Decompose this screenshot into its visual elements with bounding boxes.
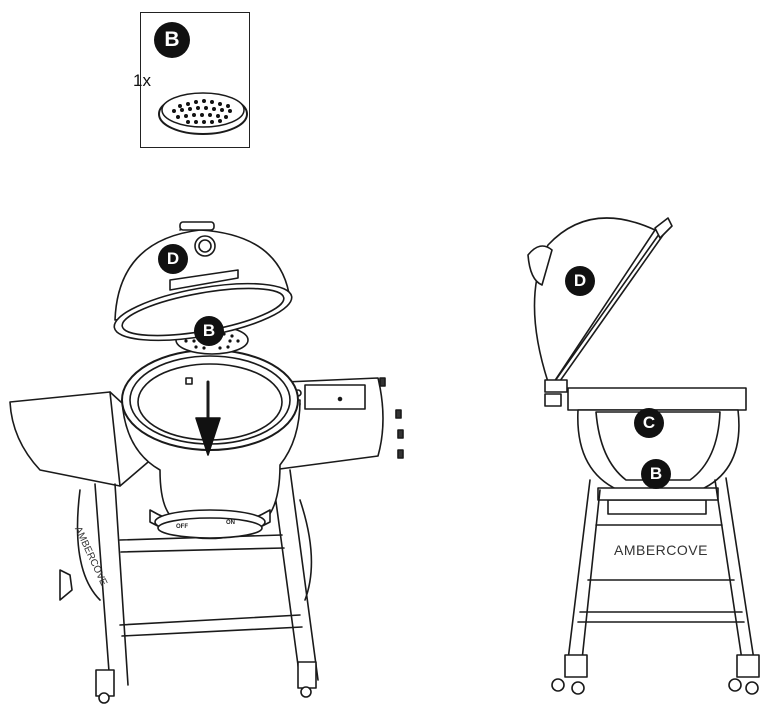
parts-callout-box: [140, 12, 250, 148]
left-casters: [95, 661, 317, 704]
right-brand-label: AMBERCOVE: [614, 542, 708, 558]
left-cart-frame: [59, 469, 319, 686]
vent-off-label: OFF: [176, 524, 188, 530]
right-lid-badge: D: [565, 266, 595, 296]
insert-arrow: [195, 380, 221, 456]
left-grate-badge: B: [194, 316, 224, 346]
right-bowl: [567, 387, 747, 515]
right-cart-frame: [551, 477, 760, 695]
right-lid: [527, 217, 673, 407]
right-grate-badge: B: [641, 459, 671, 489]
left-lid-badge: D: [158, 244, 188, 274]
part-grate-illustration: [158, 92, 248, 135]
vent-on-label: ON: [226, 520, 235, 526]
right-bowl-badge: C: [634, 408, 664, 438]
part-quantity: 1x: [133, 71, 151, 90]
part-badge: B: [154, 22, 190, 58]
left-bottom-vent: [154, 509, 266, 539]
